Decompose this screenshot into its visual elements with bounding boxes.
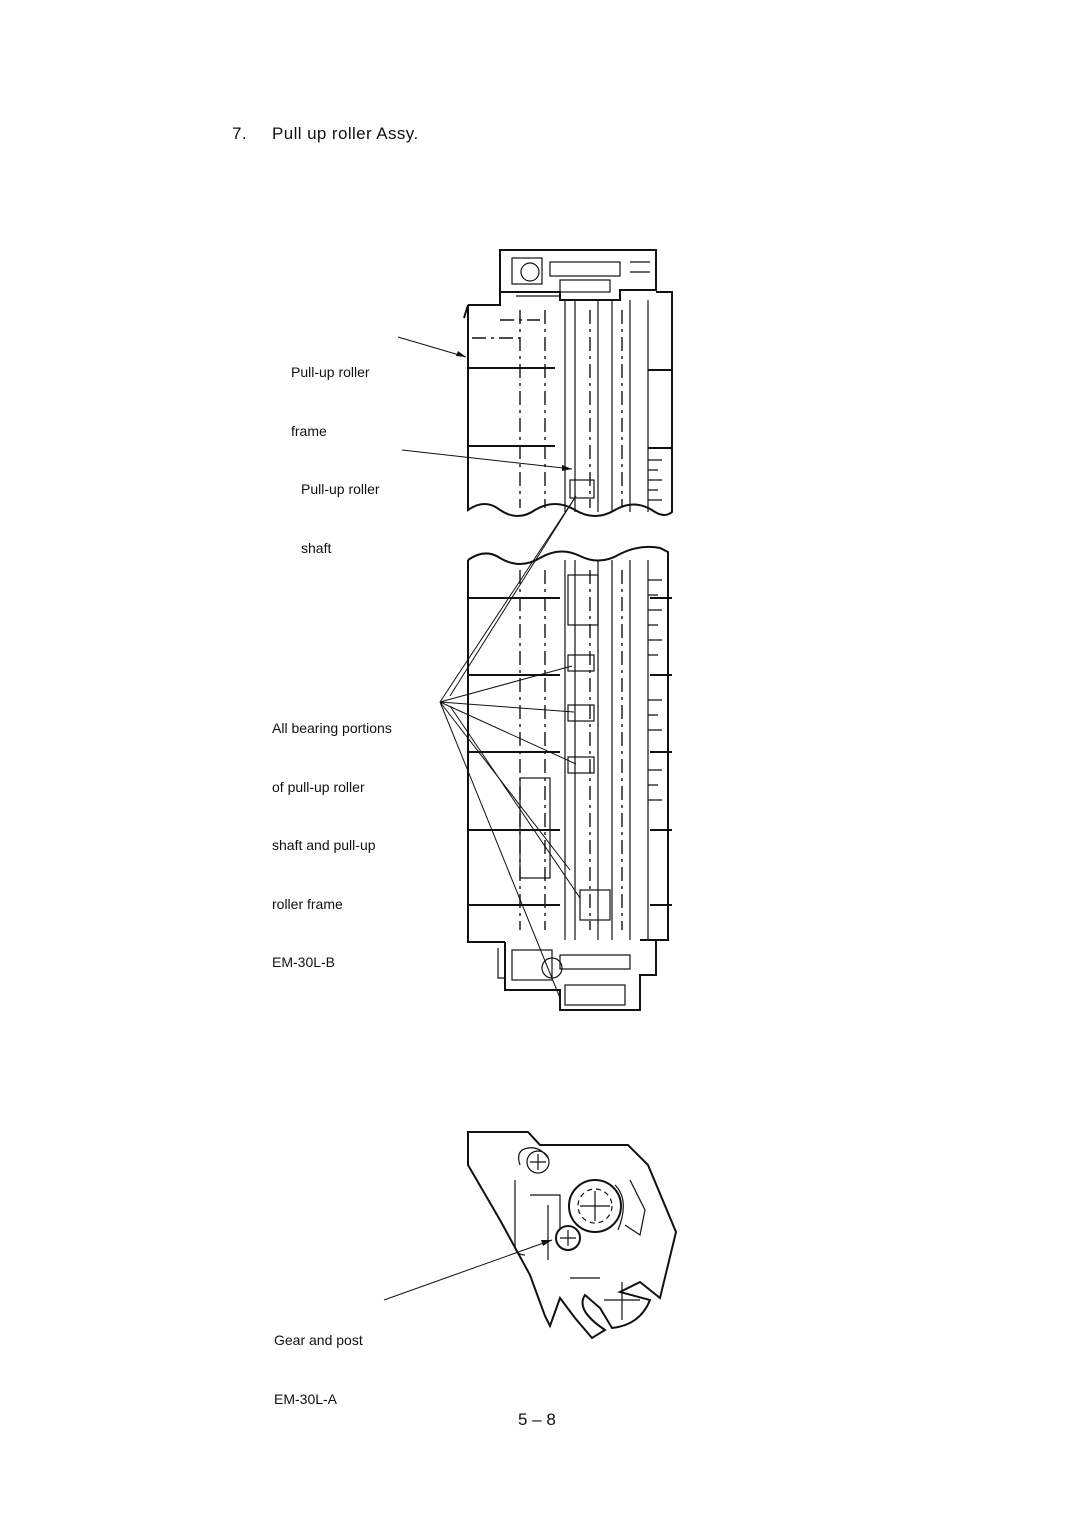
arrow-head (456, 351, 466, 357)
callout-bearings-line3: shaft and pull-up (272, 837, 376, 853)
gear-post-detail (467, 1131, 678, 1340)
callout-bearings-line4: roller frame (272, 895, 343, 912)
section-title: 7. Pull up roller Assy. (232, 124, 419, 144)
roller-assembly-upper (463, 249, 673, 517)
callout-gear-line2: EM-30L-A (274, 1390, 338, 1407)
callout-bearings-line2: of pull-up roller (272, 778, 365, 795)
callout-bearings-line5: EM-30L-B (272, 954, 336, 970)
callout-frame: Pull-up roller frame (291, 324, 370, 461)
callout-frame-line1: Pull-up roller (291, 364, 370, 380)
callout-gear-line1: Gear and post (274, 1332, 363, 1348)
page-number: 5 – 8 (518, 1410, 556, 1429)
callout-bearings: All bearing portions of pull-up roller s… (272, 680, 392, 992)
leader-lines (383, 336, 581, 1301)
arrow-head (541, 1240, 552, 1246)
callout-frame-line2: frame (291, 422, 327, 439)
callout-shaft-line2: shaft (301, 539, 332, 556)
arrow-head (562, 465, 572, 471)
callout-shaft: Pull-up roller shaft (301, 441, 380, 578)
callout-gear: Gear and post EM-30L-A (274, 1292, 363, 1429)
callout-bearings-line1: All bearing portions (272, 720, 392, 736)
roller-assembly-lower (467, 545, 672, 1011)
section-number: 7. (232, 124, 247, 143)
section-heading-text: Pull up roller Assy. (272, 124, 419, 143)
callout-shaft-line1: Pull-up roller (301, 481, 380, 497)
